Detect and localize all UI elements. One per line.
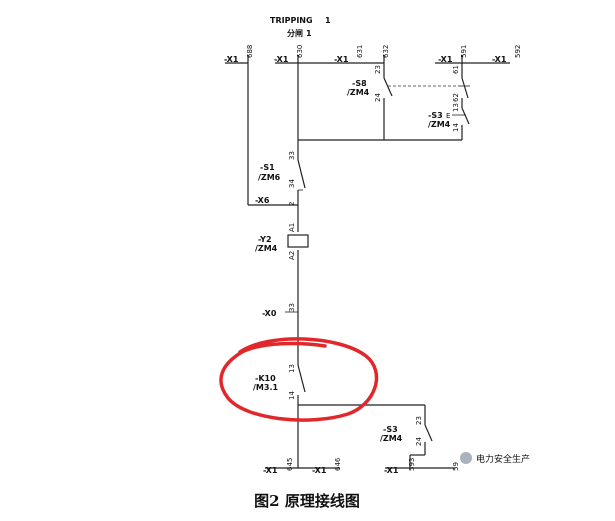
x1-688-ref: -X1 — [224, 55, 239, 64]
x1-59b-num: 59 — [452, 462, 460, 471]
x1-591-num: 591 — [460, 45, 468, 58]
watermark-text: 电力安全生产 — [476, 453, 530, 465]
contact-s1 — [297, 159, 306, 191]
x1-593-ref: -X1 — [384, 466, 399, 475]
contact-s3-bottom — [424, 424, 433, 442]
k10-pin-a: 13 — [288, 364, 296, 373]
k10-pin-b: 14 — [288, 391, 296, 400]
s8-ref: -S8 — [352, 79, 367, 88]
s3-bottom-pin-a: 23 — [415, 416, 423, 425]
x1-591-ref: -X1 — [438, 55, 453, 64]
s8-pin-a: 23 — [374, 65, 382, 74]
x1-630-num: 630 — [296, 45, 304, 58]
x0-num: 33 — [288, 303, 296, 312]
x1-631-num: 631 — [356, 45, 364, 58]
s3-top-pin-a: 13 — [452, 103, 460, 112]
s1-pin-b: 34 — [288, 179, 296, 188]
k10-highlight-circle — [219, 337, 379, 422]
s3-top-ref: -S3 — [428, 111, 443, 120]
s3-top-pin-b: 14 — [452, 123, 460, 132]
s3-top-pin-d: 62 — [452, 93, 460, 102]
s1-ref: -S1 — [260, 163, 275, 172]
x1-592-ref: -X1 — [492, 55, 507, 64]
y2-loc: /ZM4 — [255, 244, 278, 253]
x1-631-ref: -X1 — [334, 55, 349, 64]
s1-pin-a: 33 — [288, 151, 296, 160]
watermark: 电力安全生产 — [460, 452, 530, 465]
x1-646-num: 646 — [334, 457, 342, 471]
contact-s3-top-61-62 — [458, 77, 470, 99]
x1-592-num: 592 — [514, 45, 522, 58]
x1-688-num: 688 — [246, 45, 254, 58]
wires — [225, 55, 510, 469]
k10-ref: -K10 — [255, 374, 276, 383]
s1-loc: /ZM6 — [258, 173, 281, 182]
watermark-logo-icon — [460, 452, 472, 464]
x1-593-num: 593 — [408, 458, 416, 471]
x0-ref: -X0 — [262, 309, 277, 318]
x6-ref: -X6 — [255, 196, 270, 205]
fenzha-number: 1 — [306, 29, 312, 38]
coil-y2 — [287, 234, 309, 248]
x1-645-num: 645 — [286, 458, 294, 471]
x1-632-num: 632 — [382, 45, 390, 58]
s8-pin-b: 24 — [374, 93, 382, 102]
x1-645-ref: -X1 — [263, 466, 278, 475]
contact-s8 — [383, 77, 458, 97]
y2-ref: -Y2 — [258, 235, 272, 244]
figure-caption: 图2 原理接线图 — [254, 492, 360, 510]
x6-num: 2 — [288, 202, 296, 206]
s3-bottom-ref: -S3 — [383, 425, 398, 434]
x1-646-ref: -X1 — [312, 466, 327, 475]
y2-pin-b: A2 — [288, 251, 296, 260]
tripping-number: 1 — [325, 16, 331, 25]
fenzha-label: 分闸 — [287, 28, 303, 38]
s3-bottom-loc: /ZM4 — [380, 434, 403, 443]
x1-630-ref: -X1 — [274, 55, 289, 64]
k10-loc: /M3.1 — [253, 383, 278, 392]
s8-loc: /ZM4 — [347, 88, 370, 97]
s3-top-loc: /ZM4 — [428, 120, 451, 129]
s3-bottom-pin-b: 24 — [415, 437, 423, 446]
s3-top-pin-c: 61 — [452, 65, 460, 74]
contact-k10 — [297, 364, 306, 393]
y2-pin-a: A1 — [288, 223, 296, 232]
s3-top-mark: E — [446, 112, 450, 120]
tripping-label: TRIPPING — [270, 16, 313, 25]
contact-s3-top-13-14 — [452, 107, 470, 125]
